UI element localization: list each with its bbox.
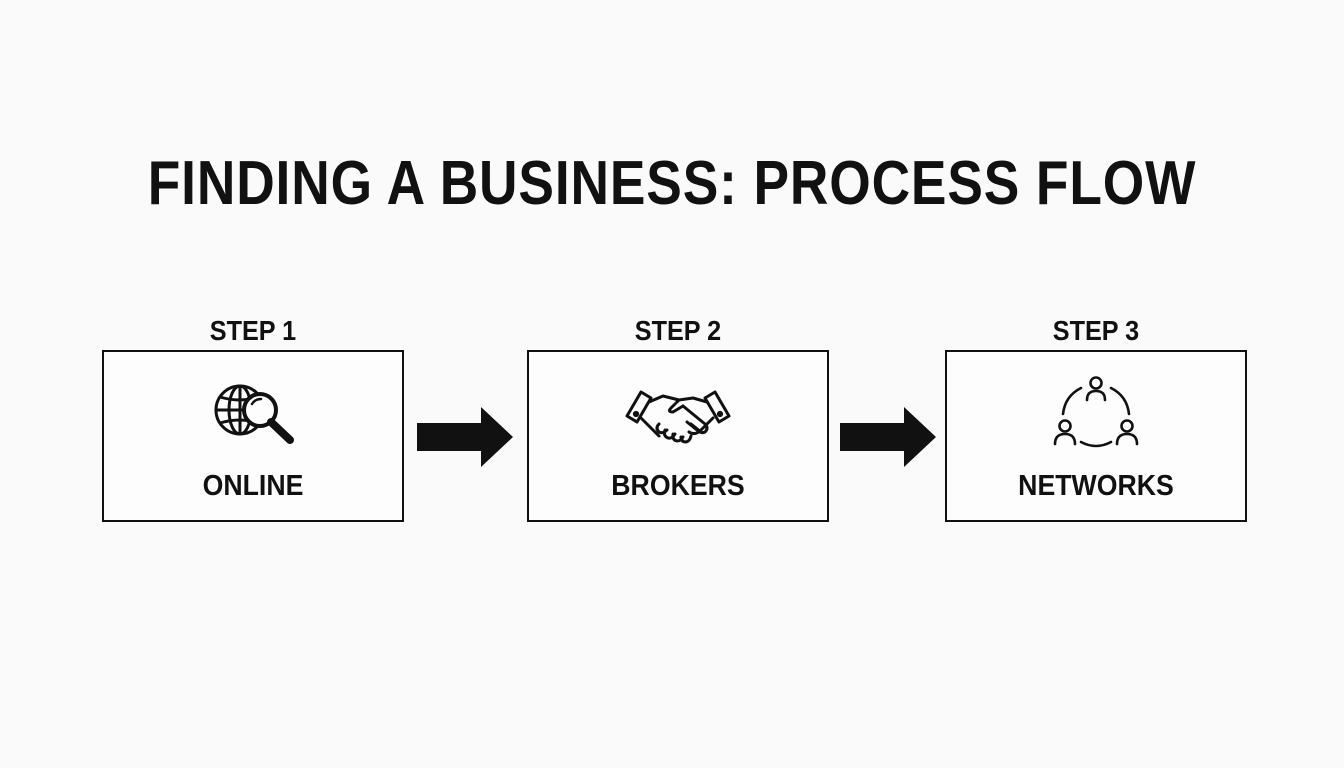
step-2-box: BROKERS xyxy=(527,350,829,522)
step-3-name: NETWORKS xyxy=(1018,470,1174,502)
step-1-box: ONLINE xyxy=(102,350,404,522)
step-1-name: ONLINE xyxy=(202,470,304,502)
step-1: STEP 1 ONLINE xyxy=(102,312,404,522)
step-3: STEP 3 NETWORKS xyxy=(945,312,1247,522)
arrow-right-icon xyxy=(838,405,938,469)
step-2: STEP 2 xyxy=(527,312,829,522)
arrow-right-icon xyxy=(415,405,515,469)
step-1-label: STEP 1 xyxy=(209,315,297,346)
step-2-label: STEP 2 xyxy=(634,315,722,346)
diagram-title: FINDING A BUSINESS: PROCESS FLOW xyxy=(147,149,1197,218)
globe-search-icon xyxy=(198,370,308,456)
step-3-box: NETWORKS xyxy=(945,350,1247,522)
handshake-icon xyxy=(623,370,733,456)
step-2-name: BROKERS xyxy=(611,470,745,502)
people-network-icon xyxy=(1041,370,1151,456)
step-3-label: STEP 3 xyxy=(1052,315,1140,346)
